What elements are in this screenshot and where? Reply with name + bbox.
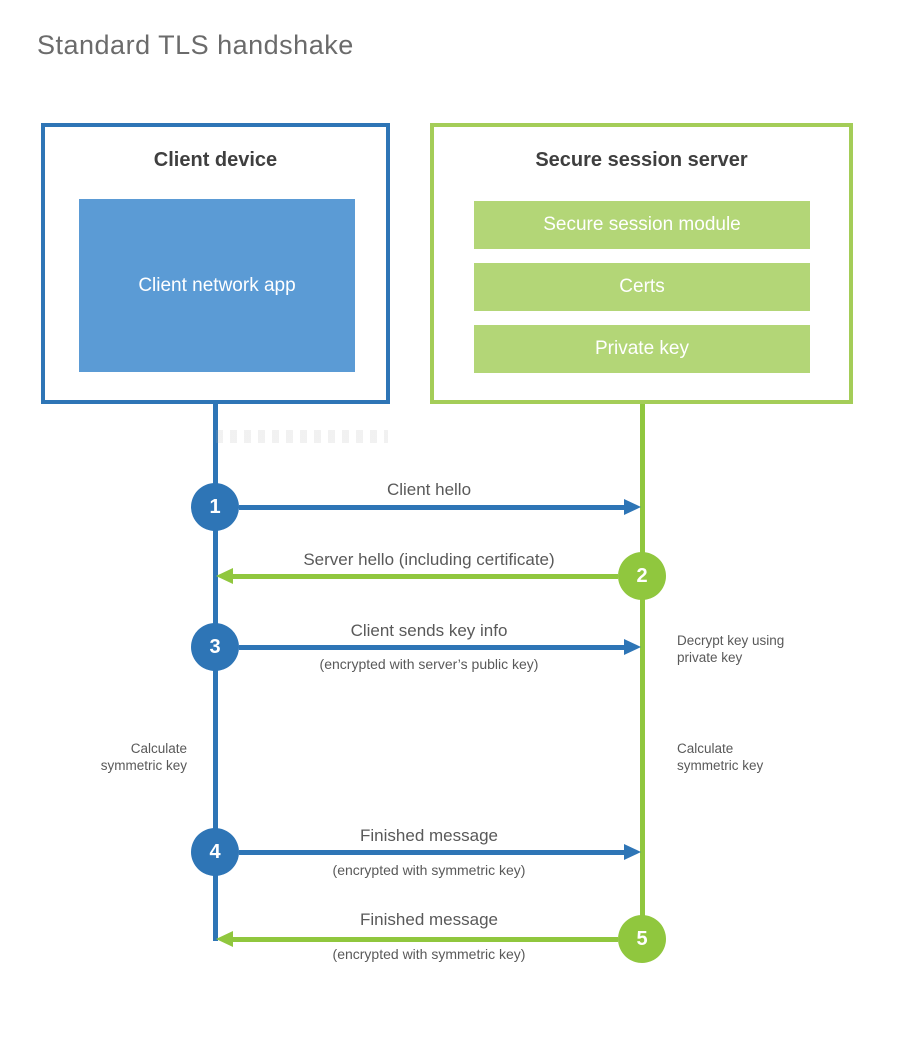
arrow-finished-server <box>216 931 618 947</box>
arrow-finished-client <box>239 844 641 860</box>
note-decrypt-key: Decrypt key using private key <box>677 633 785 665</box>
arrow-head-left-icon <box>216 568 233 584</box>
secure-session-server-box: Secure session server Secure session mod… <box>430 123 853 404</box>
arrow-shaft <box>232 573 618 579</box>
msg-client-key-info-sub: (encrypted with server’s public key) <box>319 656 539 672</box>
msg-client-key-info: Client sends key info <box>350 621 508 640</box>
arrow-client-hello <box>239 499 641 515</box>
arrow-head-right-icon <box>624 639 641 655</box>
server-module-secure-session: Secure session module <box>474 201 810 249</box>
client-device-box: Client device Client network app <box>41 123 390 404</box>
client-network-app-box: Client network app <box>79 199 355 372</box>
msg-server-hello: Server hello (including certificate) <box>303 550 555 569</box>
arrow-shaft <box>239 504 625 510</box>
note-calculate-symmetric-key-client: Calculate symmetric key <box>100 741 187 773</box>
arrow-shaft <box>239 644 625 650</box>
arrow-shaft <box>239 849 625 855</box>
client-lifeline <box>213 404 218 941</box>
step-badge-2: 2 <box>618 552 666 600</box>
server-module-private-key: Private key <box>474 325 810 373</box>
step-badge-3: 3 <box>191 623 239 671</box>
arrow-server-hello <box>216 568 618 584</box>
step-badge-4: 4 <box>191 828 239 876</box>
msg-finished-server: Finished message <box>360 910 498 929</box>
step-badge-1: 1 <box>191 483 239 531</box>
msg-finished-server-sub: (encrypted with symmetric key) <box>332 946 526 962</box>
server-module-certs: Certs <box>474 263 810 311</box>
server-title: Secure session server <box>535 149 748 171</box>
server-lifeline <box>640 404 645 941</box>
msg-client-hello: Client hello <box>386 480 472 499</box>
arrow-head-right-icon <box>624 499 641 515</box>
arrow-client-key-info <box>239 639 641 655</box>
page-title: Standard TLS handshake <box>37 30 354 60</box>
arrow-shaft <box>232 936 618 942</box>
client-network-app-label: Client network app <box>138 274 296 296</box>
note-calculate-symmetric-key-server: Calculate symmetric key <box>677 741 764 773</box>
arrow-head-left-icon <box>216 931 233 947</box>
msg-finished-client-sub: (encrypted with symmetric key) <box>332 862 526 878</box>
msg-finished-client: Finished message <box>360 826 498 845</box>
step-badge-5: 5 <box>618 915 666 963</box>
arrow-head-right-icon <box>624 844 641 860</box>
client-device-title: Client device <box>153 149 278 171</box>
faint-dashes-artifact <box>216 430 388 443</box>
